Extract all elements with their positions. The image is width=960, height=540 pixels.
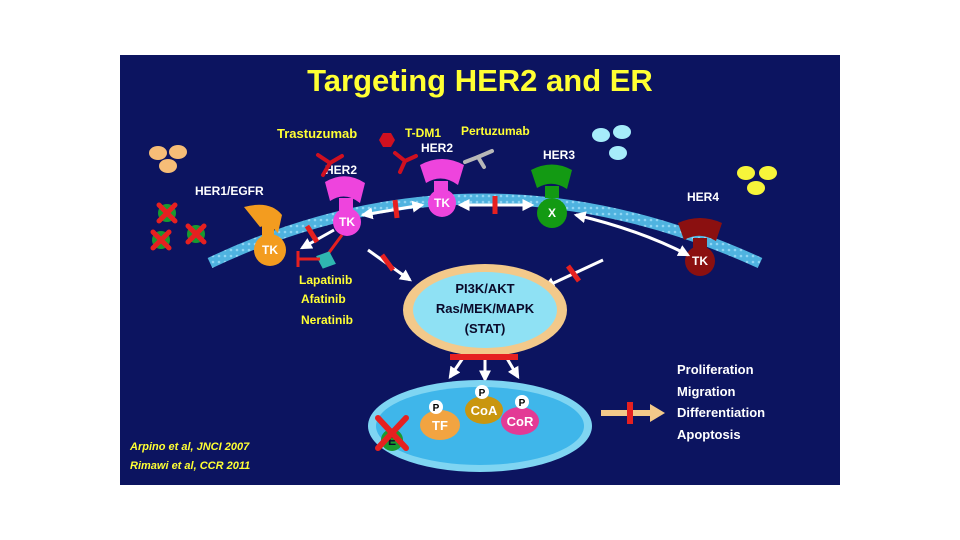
er-label: E: [388, 434, 396, 448]
pertuzumab-antibody-icon: [463, 149, 494, 169]
estrogen-receptor-blocked: E: [375, 415, 409, 451]
her1-label: HER1/EGFR: [195, 184, 264, 198]
inhibitor-bars: [304, 196, 582, 283]
pathway-line-3: (STAT): [465, 321, 506, 336]
her2-receptor-right: [420, 159, 464, 217]
tki-inhibition: [296, 234, 344, 269]
outcome-migration: Migration: [677, 384, 736, 399]
trastuzumab-antibody-icon: [316, 153, 344, 177]
signaling-pathway-cloud: [403, 264, 567, 356]
her3-receptor: [531, 164, 572, 228]
tf-phospho: [429, 400, 443, 414]
her1-tk-label: TK: [262, 243, 278, 257]
afatinib-label: Afatinib: [301, 292, 346, 306]
cor-label: CoR: [507, 414, 534, 429]
coa-label: CoA: [471, 403, 498, 418]
cor-phospho-label: P: [519, 398, 526, 409]
tdm1-conjugate-icon: [379, 133, 418, 174]
tf-label: TF: [432, 418, 448, 433]
tf-phospho-label: P: [433, 403, 440, 414]
her1-receptor: [244, 204, 286, 266]
outcome-arrow: [601, 402, 665, 424]
pathway-line-2: Ras/MEK/MAPK: [436, 301, 535, 316]
cell-membrane: [207, 193, 763, 269]
signaling-diagram: HER1/EGFR TK HER2 TK HER2 TK HER3 X: [129, 124, 777, 472]
coa-factor: [465, 396, 503, 424]
ligand-cluster-cyan: [592, 125, 631, 160]
trastuzumab-label: Trastuzumab: [277, 126, 357, 141]
coa-phospho: [475, 385, 489, 399]
outcome-apoptosis: Apoptosis: [677, 427, 741, 442]
reference-2: Rimawi et al, CCR 2011: [130, 460, 250, 472]
her2-left-label: HER2: [325, 163, 357, 177]
slide-title: Targeting HER2 and ER: [307, 63, 653, 98]
outcome-proliferation: Proliferation: [677, 362, 754, 377]
ligand-cluster-orange: [149, 145, 187, 173]
nucleus: [368, 380, 592, 472]
pathway-line-1: PI3K/AKT: [455, 281, 514, 296]
cor-factor: [501, 407, 539, 435]
her4-label: HER4: [687, 190, 719, 204]
reference-1: Arpino et al, JNCI 2007: [129, 441, 250, 453]
outcome-differentiation: Differentiation: [677, 405, 765, 420]
her3-x-label: X: [548, 206, 556, 220]
slide: Targeting HER2 and ER: [120, 55, 840, 485]
her2-left-tk-label: TK: [339, 215, 355, 229]
blocked-ligands: [150, 202, 207, 251]
her2-right-tk-label: TK: [434, 196, 450, 210]
tdm1-label: T-DM1: [405, 126, 441, 140]
ligand-cluster-yellow: [737, 166, 777, 195]
tf-factor: [420, 410, 460, 440]
cor-phospho: [515, 395, 529, 409]
pertuzumab-label: Pertuzumab: [461, 124, 530, 138]
her4-tk-label: TK: [692, 254, 708, 268]
coa-phospho-label: P: [479, 388, 486, 399]
her2-receptor-left: [325, 176, 365, 236]
lapatinib-label: Lapatinib: [299, 273, 352, 287]
neratinib-label: Neratinib: [301, 313, 353, 327]
her2-right-label: HER2: [421, 141, 453, 155]
her3-label: HER3: [543, 148, 575, 162]
